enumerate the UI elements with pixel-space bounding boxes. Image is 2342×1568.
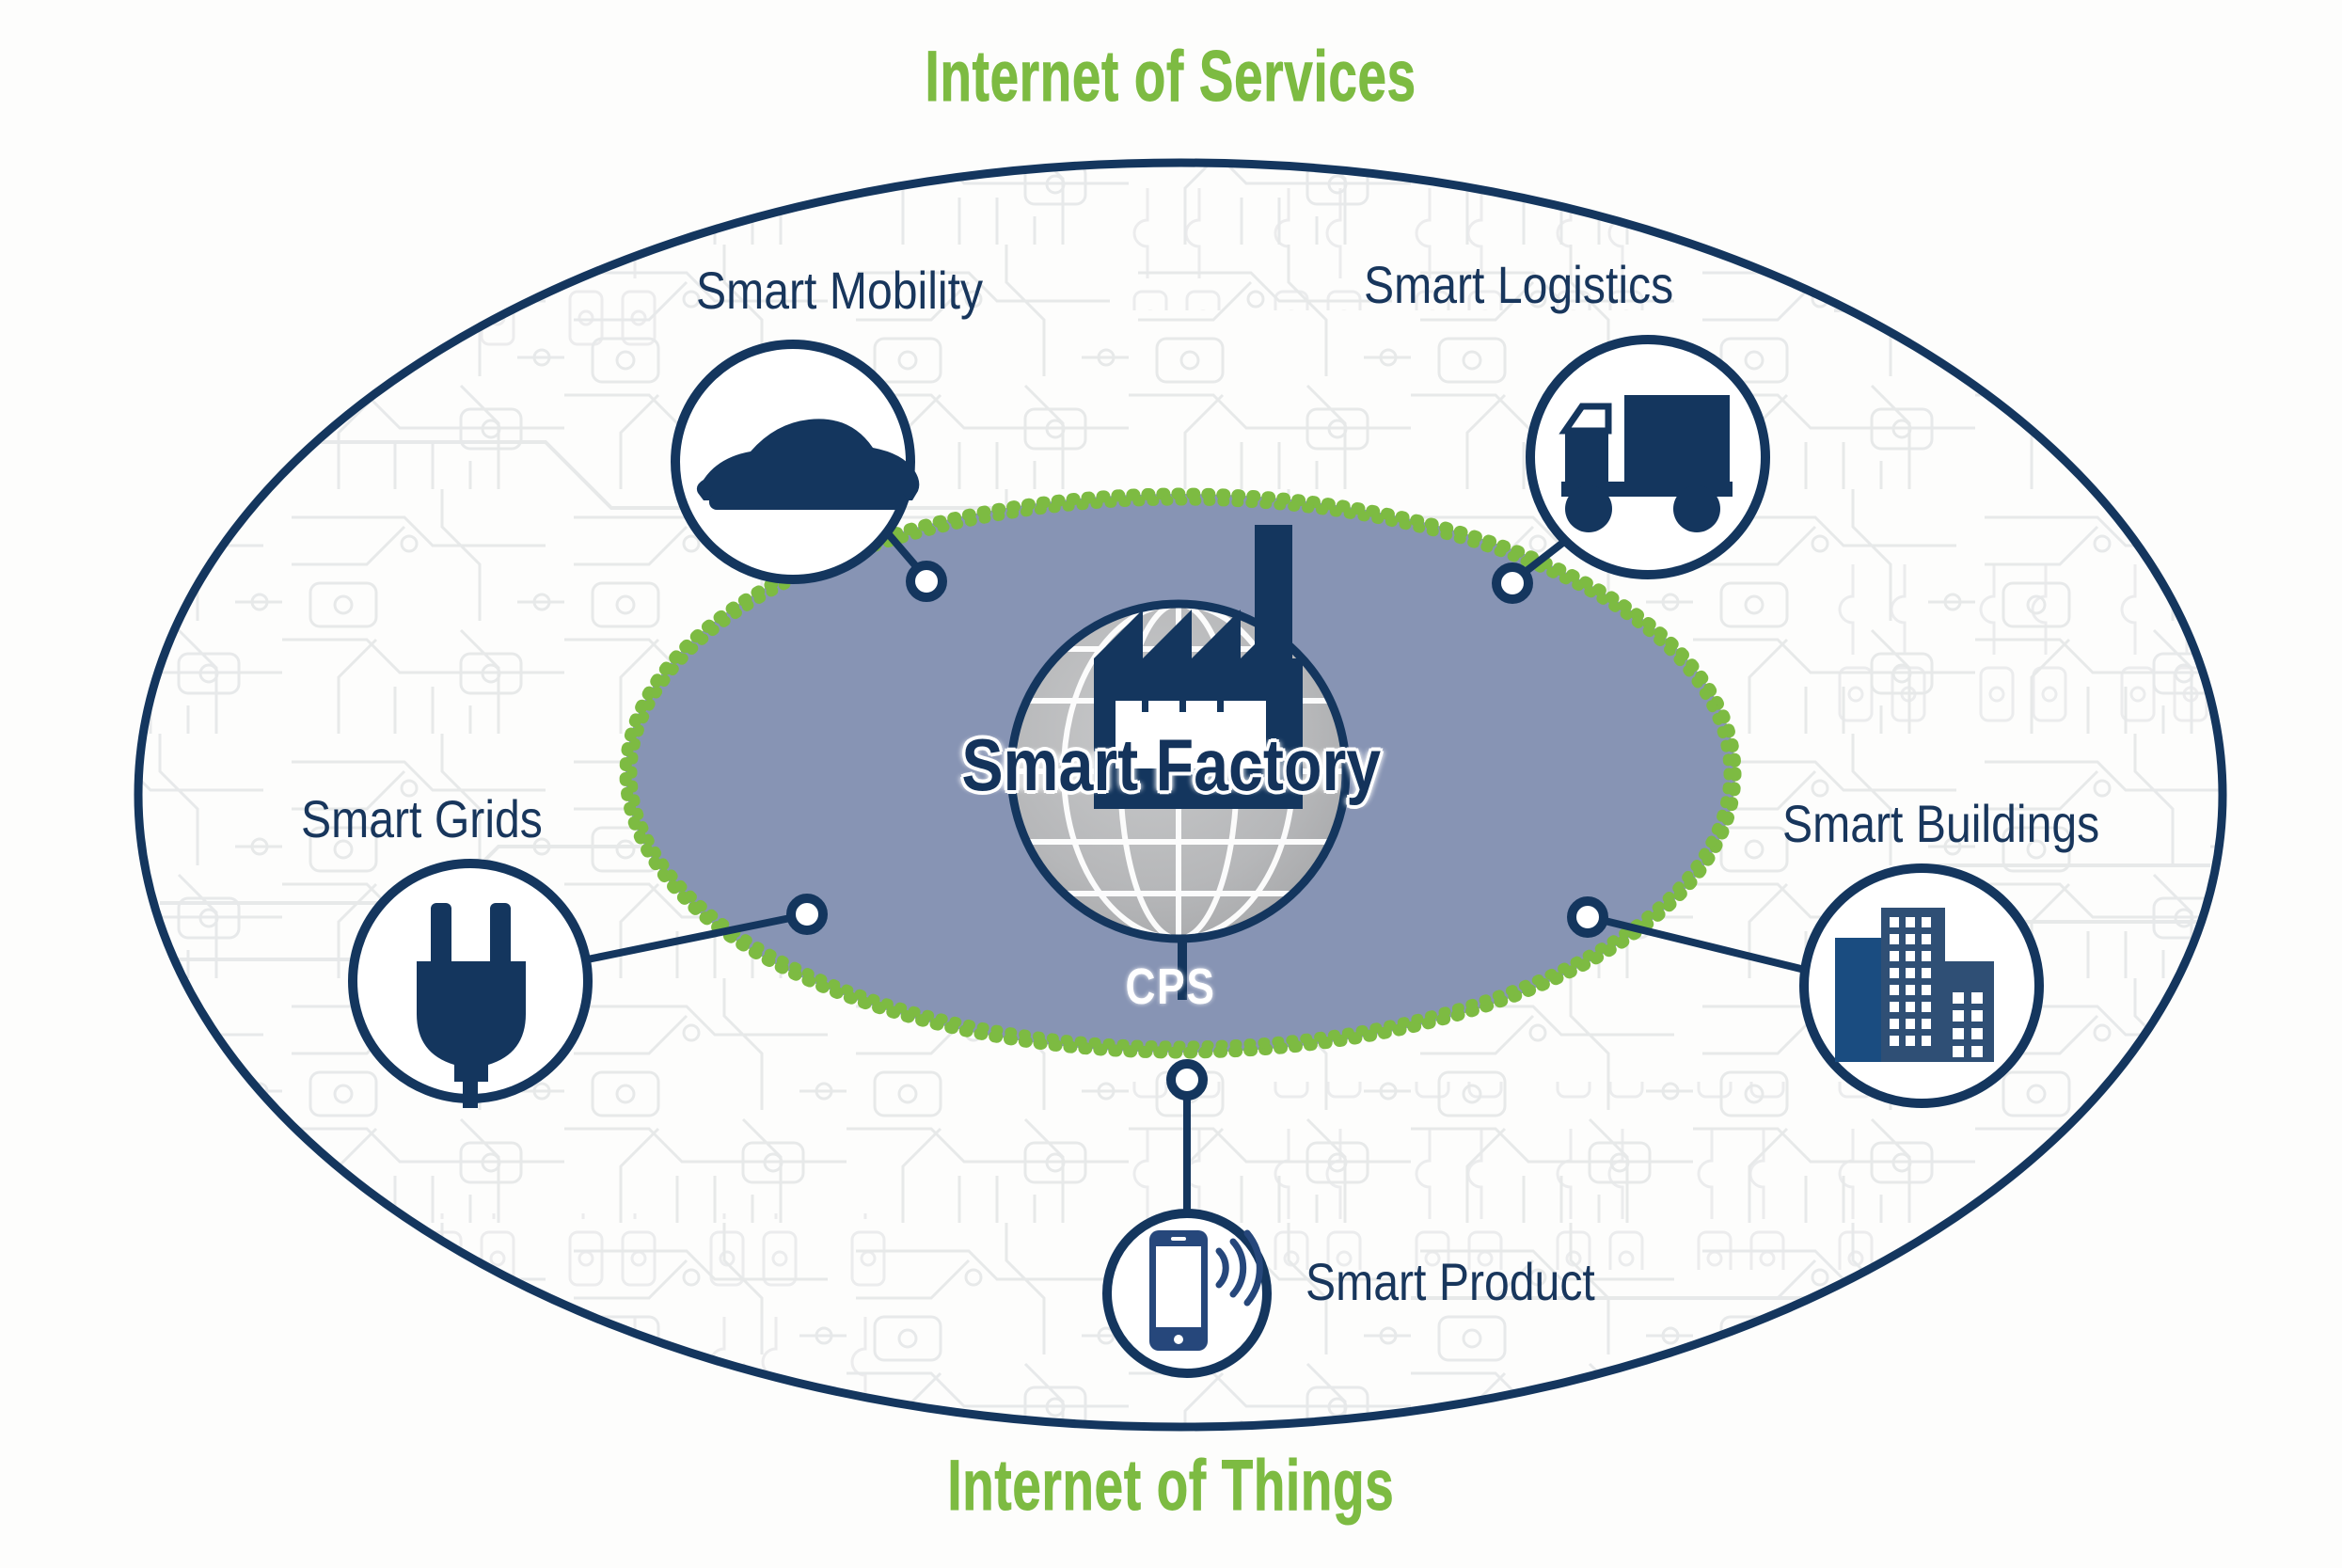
center-label-smart-factory: Smart Factory xyxy=(0,722,2342,808)
label-smart-product-text: Smart Product xyxy=(1306,1252,1595,1311)
label-smart-mobility: Smart Mobility xyxy=(696,260,1030,321)
connector-smart-grids xyxy=(563,911,805,968)
label-smart-buildings-text: Smart Buildings xyxy=(1782,794,2100,853)
center-sublabel-cps-text: CPS xyxy=(1126,958,1216,1015)
title-internet-of-things-text: Internet of Things xyxy=(947,1446,1395,1527)
node-dot-smart-mobility xyxy=(906,561,947,602)
node-dot-smart-product xyxy=(1166,1059,1208,1101)
smartphone-signal-icon xyxy=(1149,1229,1263,1351)
buildings-icon xyxy=(1835,908,1994,1062)
car-icon xyxy=(696,419,920,510)
label-smart-grids: Smart Grids xyxy=(301,788,582,849)
smart-grids-node xyxy=(348,859,593,1108)
title-internet-of-services-text: Internet of Services xyxy=(925,37,1417,118)
outer-ellipse-internet-boundary xyxy=(134,158,2227,1432)
label-smart-product: Smart Product xyxy=(1306,1251,1642,1312)
node-dot-smart-grids xyxy=(786,894,828,935)
power-plug-icon xyxy=(417,903,526,1108)
center-sublabel-cps: CPS xyxy=(0,958,2342,1016)
smart-buildings-node xyxy=(1799,863,2044,1108)
title-internet-of-services: Internet of Services xyxy=(0,36,2342,118)
connector-smart-buildings xyxy=(1589,913,1821,977)
node-dot-smart-buildings xyxy=(1567,896,1608,938)
label-smart-mobility-text: Smart Mobility xyxy=(696,261,984,320)
label-smart-logistics-text: Smart Logistics xyxy=(1364,255,1674,314)
smart-mobility-node xyxy=(671,340,920,584)
factory-icon xyxy=(1094,525,1303,809)
title-internet-of-things: Internet of Things xyxy=(0,1445,2342,1527)
label-smart-buildings: Smart Buildings xyxy=(1782,793,2151,854)
smart-product-node xyxy=(1102,1209,1272,1378)
truck-icon xyxy=(1559,395,1733,532)
node-dot-smart-logistics xyxy=(1492,562,1533,604)
smart-logistics-node xyxy=(1526,335,1770,579)
center-label-smart-factory-text: Smart Factory xyxy=(961,723,1381,806)
label-smart-grids-text: Smart Grids xyxy=(301,789,543,848)
label-smart-logistics: Smart Logistics xyxy=(1364,254,1724,315)
connector-nodes xyxy=(786,561,1608,1101)
